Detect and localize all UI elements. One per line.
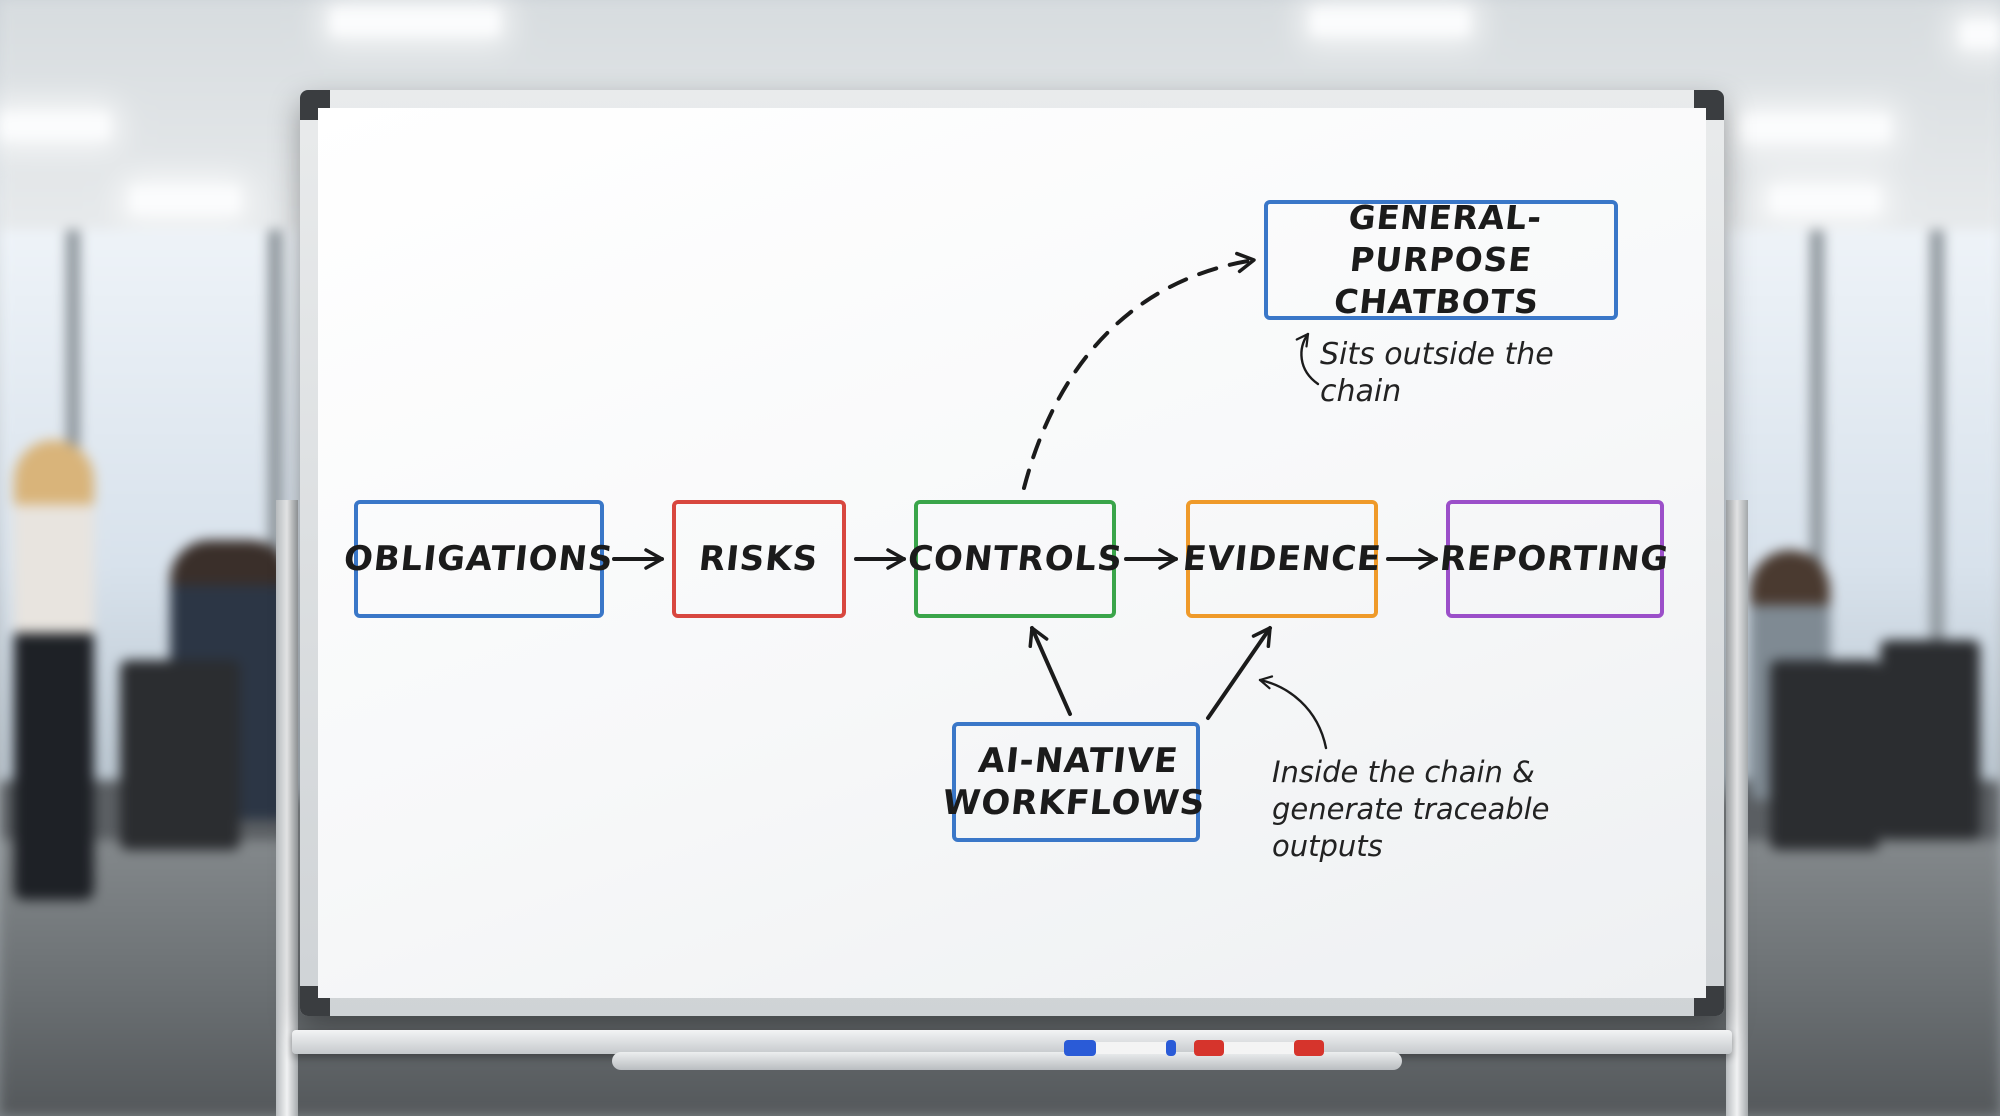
note-inside-chain: Inside the chain & generate traceable ou… bbox=[1272, 755, 1550, 863]
red-marker[interactable] bbox=[1194, 1042, 1324, 1054]
red-marker-tip bbox=[1294, 1040, 1324, 1056]
node-risks: RISKS bbox=[672, 500, 846, 618]
ceiling-light bbox=[1960, 20, 2000, 48]
note-outside-chain: Sits outside the chain bbox=[1320, 337, 1554, 409]
node-general-purpose-chatbots: GENERAL-PURPOSE CHATBOTS bbox=[1264, 198, 1618, 321]
arrow-workflows-to-evidence bbox=[1206, 626, 1272, 720]
note-pointer-outside bbox=[1295, 332, 1320, 386]
ceiling-light bbox=[130, 186, 240, 214]
office-chair bbox=[1880, 640, 1980, 840]
diagram-arrows bbox=[612, 251, 1438, 750]
office-chair bbox=[1770, 660, 1880, 850]
marker-rail bbox=[612, 1052, 1402, 1070]
red-marker-cap bbox=[1194, 1040, 1224, 1056]
ceiling-light bbox=[1770, 186, 1880, 214]
node-reporting: REPORTING bbox=[1438, 500, 1672, 618]
office-chair bbox=[120, 660, 240, 850]
marker-tray bbox=[292, 1030, 1732, 1054]
stand-leg bbox=[1726, 500, 1748, 1116]
person-standing bbox=[14, 440, 94, 900]
ceiling-light bbox=[1740, 114, 1890, 142]
whiteboard: OBLIGATIONS RISKS CONTROLS EVIDENCE REPO… bbox=[318, 108, 1706, 998]
node-controls: CONTROLS bbox=[906, 500, 1124, 618]
blue-marker-cap bbox=[1064, 1040, 1096, 1056]
node-obligations: OBLIGATIONS bbox=[342, 500, 616, 618]
blue-marker-tip bbox=[1166, 1040, 1176, 1056]
node-ai-native-workflows: AI-NATIVE WORKFLOWS bbox=[940, 722, 1207, 842]
note-pointer-inside bbox=[1258, 675, 1328, 750]
ceiling-light bbox=[330, 8, 500, 36]
ceiling-light bbox=[0, 112, 110, 140]
arrow-workflows-to-controls bbox=[1028, 626, 1072, 716]
node-evidence: EVIDENCE bbox=[1181, 500, 1383, 618]
ceiling-light bbox=[1310, 8, 1470, 36]
stand-leg bbox=[276, 500, 298, 1116]
arrow-controls-to-chatbots-dashed bbox=[1022, 251, 1256, 490]
